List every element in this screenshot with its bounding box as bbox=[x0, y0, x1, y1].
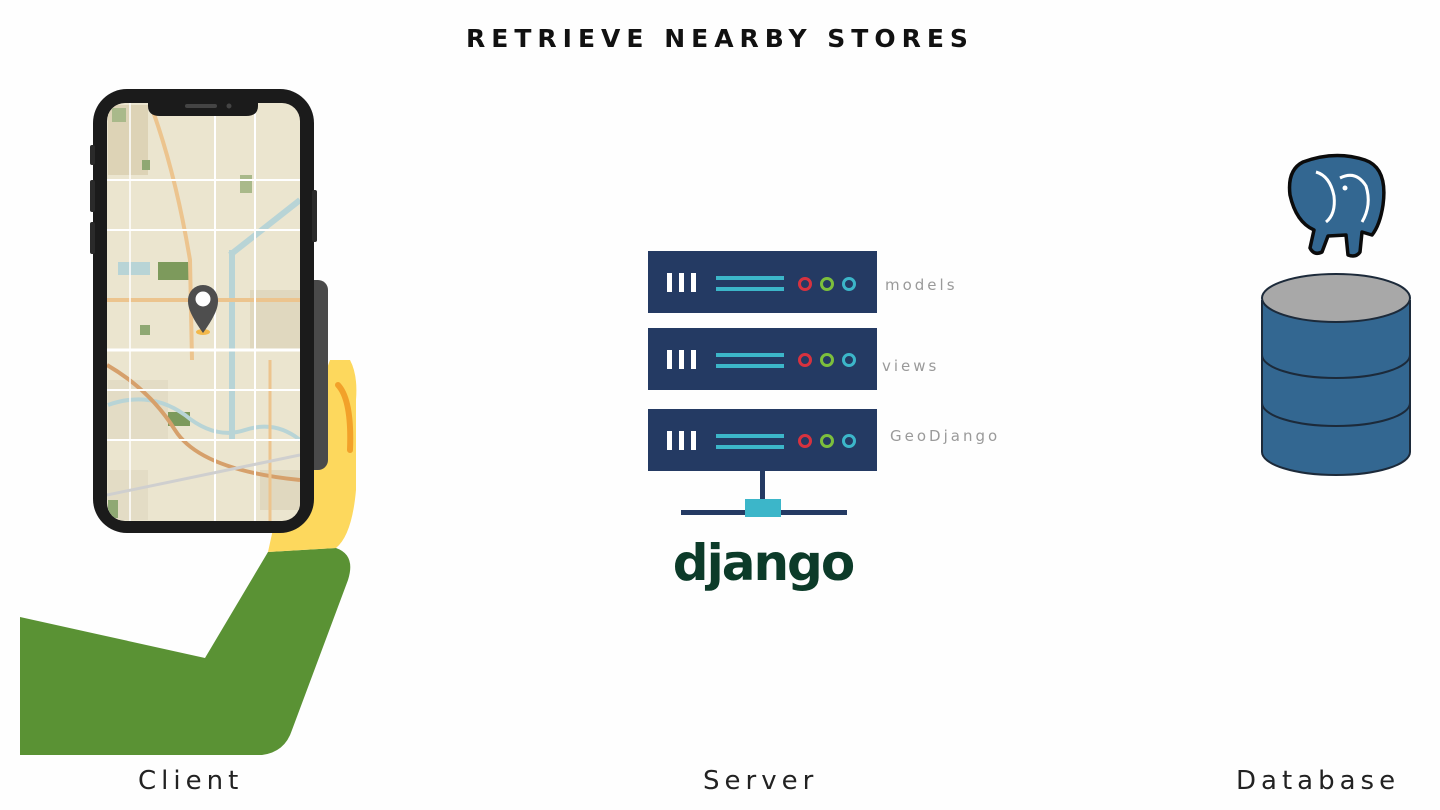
server-layer-label-views: views bbox=[882, 357, 940, 375]
database-caption: Database bbox=[1236, 766, 1401, 796]
server-layer-label-geodjango: GeoDjango bbox=[890, 427, 1001, 445]
client-hand bbox=[268, 360, 357, 552]
map-screen bbox=[107, 103, 300, 521]
map-pin-icon bbox=[188, 285, 218, 335]
network-connector bbox=[760, 471, 765, 501]
server-unit-1 bbox=[648, 251, 877, 313]
svg-text:django: django bbox=[673, 534, 854, 592]
postgresql-elephant-icon bbox=[1287, 153, 1386, 258]
server-layer-label-models: models bbox=[885, 276, 958, 294]
page-title: RETRIEVE NEARBY STORES bbox=[466, 24, 974, 53]
server-caption: Server bbox=[703, 766, 819, 796]
client-arm-sleeve bbox=[20, 548, 351, 755]
database-cylinder-icon bbox=[1261, 273, 1411, 476]
server-unit-2 bbox=[648, 328, 877, 390]
client-caption: Client bbox=[138, 766, 244, 796]
server-unit-3 bbox=[648, 409, 877, 471]
